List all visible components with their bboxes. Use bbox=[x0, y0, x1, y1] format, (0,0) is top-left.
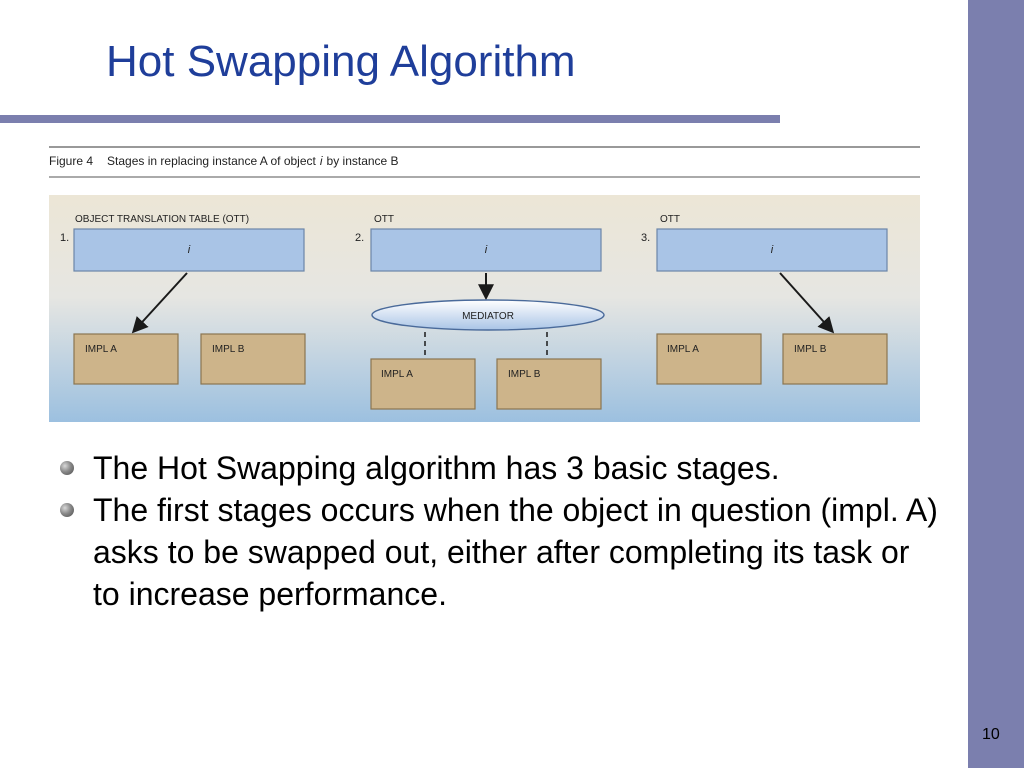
stage-3-impl-b-box bbox=[782, 333, 888, 385]
stage-3-number: 3. bbox=[641, 232, 650, 244]
side-accent-bar bbox=[968, 0, 1024, 768]
stage-2-mediator-label: MEDIATOR bbox=[462, 311, 514, 322]
stage-3-ott-entry: i bbox=[771, 244, 774, 256]
stage-2-impl-a-label: IMPL A bbox=[381, 369, 413, 380]
stage-2-table-label: OTT bbox=[374, 214, 394, 225]
bullet-item: The first stages occurs when the object … bbox=[60, 489, 940, 615]
bullet-item: The Hot Swapping algorithm has 3 basic s… bbox=[60, 447, 940, 489]
stage-1-ott-box bbox=[73, 228, 305, 272]
stage-3-impl-a-box bbox=[656, 333, 762, 385]
stage-1-ott-entry: i bbox=[188, 244, 191, 256]
slide-title: Hot Swapping Algorithm bbox=[106, 37, 576, 86]
stage-3-ott-box bbox=[656, 228, 888, 272]
stage-1-impl-b-label: IMPL B bbox=[212, 344, 245, 355]
page-number: 10 bbox=[982, 726, 1000, 743]
bullet-text: The first stages occurs when the object … bbox=[93, 492, 938, 612]
stage-3-impl-b-label: IMPL B bbox=[794, 344, 827, 355]
stage-1-table-label: OBJECT TRANSLATION TABLE (OTT) bbox=[75, 214, 249, 225]
stage-2-impl-b-box bbox=[496, 358, 602, 410]
bullet-icon bbox=[60, 461, 74, 475]
stage-2-impl-b-label: IMPL B bbox=[508, 369, 541, 380]
stage-3-table-label: OTT bbox=[660, 214, 680, 225]
stage-2-ott-box bbox=[370, 228, 602, 272]
stage-2-number: 2. bbox=[355, 232, 364, 244]
bullet-icon bbox=[60, 503, 74, 517]
stage-1-pointer-arrow bbox=[131, 272, 188, 334]
stage-3-impl-a-label: IMPL A bbox=[667, 344, 699, 355]
stage-2-ott-entry: i bbox=[485, 244, 488, 256]
stage-2-impl-a-box bbox=[370, 358, 476, 410]
stage-1-impl-a-box bbox=[73, 333, 179, 385]
bullet-text: The Hot Swapping algorithm has 3 basic s… bbox=[93, 450, 780, 486]
stage-1-number: 1. bbox=[60, 232, 69, 244]
stage-1-impl-a-label: IMPL A bbox=[85, 344, 117, 355]
stage-1-impl-b-box bbox=[200, 333, 306, 385]
stage-3-pointer-arrow bbox=[779, 272, 835, 334]
stage-2-mediator bbox=[371, 299, 605, 331]
bullet-list: The Hot Swapping algorithm has 3 basic s… bbox=[60, 447, 940, 615]
title-underline bbox=[0, 115, 780, 123]
